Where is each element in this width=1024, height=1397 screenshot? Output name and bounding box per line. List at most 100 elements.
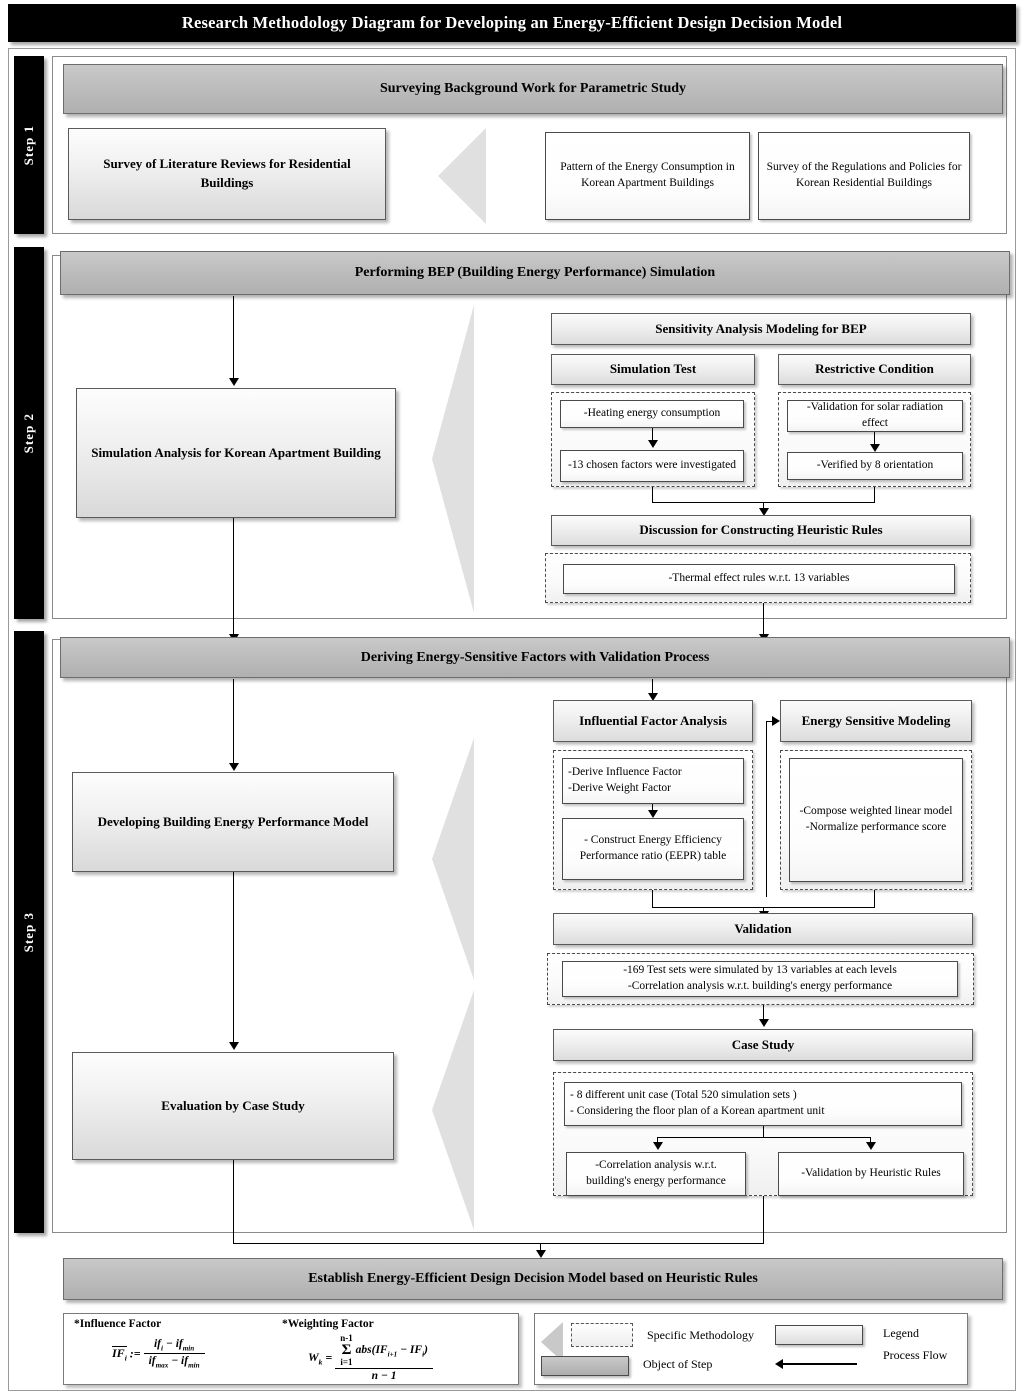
connector-step3-object1-to-object2 [233,872,235,1044]
connector-merge-right [874,487,876,503]
case-study-sub-left: -Correlation analysis w.r.t. building's … [566,1152,746,1196]
if-num-a-sub: i [160,1344,163,1353]
connector-case-split-bar [657,1137,871,1139]
legend-label-specific-methodology: Specific Methodology [647,1328,754,1342]
step-1-method-2: Survey of the Regulations and Policies f… [758,132,970,220]
influence-factor-formula: IFi := ifi − ifmin ifmax − ifmin [112,1338,205,1370]
discussion-item: -Thermal effect rules w.r.t. 13 variable… [563,564,955,594]
legend-swatch-specific-methodology [571,1323,633,1347]
formula-panel: *Influence Factor *Weighting Factor IFi … [63,1313,519,1385]
legend-swatch-object-of-step [541,1356,629,1376]
wf-num-a-sub: i+1 [387,1350,398,1359]
sum-bottom: i=1 [340,1357,353,1367]
connector-esm-down [874,890,876,908]
if-den-a: if [148,1355,156,1368]
arrow-case-right [866,1142,876,1150]
legend-triangle-icon [541,1322,563,1362]
connector-case-to-conclusion [763,1196,765,1244]
connector-case-right [870,1137,872,1145]
process-triangle-step2 [432,305,474,613]
step-3-object-box-1: Developing Building Energy Performance M… [72,772,394,872]
connector-ifa-items [652,804,654,812]
simulation-test-header: Simulation Test [551,354,755,385]
case-study-sub-right: -Validation by Heuristic Rules [778,1152,964,1196]
connector-step2-band-to-object [233,296,235,380]
case-study-header: Case Study [553,1029,973,1061]
validation-header: Validation [553,913,973,945]
ifa-item-2: - Construct Energy Efficiency Performanc… [562,818,744,880]
sum-top: n-1 [340,1333,353,1343]
esm-item: -Compose weighted linear model -Normaliz… [789,758,963,882]
process-triangle-step1 [438,128,486,224]
legend-label-process-flow: Process Flow [883,1348,948,1362]
step-3-object-box-2: Evaluation by Case Study [72,1052,394,1160]
if-num-minus: − [165,1338,173,1350]
if-den-b: if [181,1355,189,1368]
arrow-ifa [648,693,658,701]
sensitivity-modeling-header: Sensitivity Analysis Modeling for BEP [551,313,971,345]
case-study-item: - 8 different unit case (Total 520 simul… [564,1082,962,1126]
if-assign: := [129,1346,141,1361]
connector-case-split-stem [763,1126,765,1138]
conclusion-band: Establish Energy-Efficient Design Decisi… [63,1258,1003,1300]
step-3-band: Deriving Energy-Sensitive Factors with V… [60,637,1010,678]
arrow-step3-object1 [229,763,239,771]
connector-ifa-down [652,890,654,908]
wf-num-a: IF [375,1344,388,1357]
weighting-factor-label: *Weighting Factor [282,1318,374,1330]
connector-step2-discussion-down [763,603,765,640]
arrow-discussion [759,508,769,516]
wf-lhs: W [308,1349,319,1364]
legend-panel: Specific Methodology Object of Step Lege… [534,1313,968,1385]
step-tab-1-label: Step 1 [21,124,36,166]
wf-equals: = [325,1350,333,1365]
step-tab-3: Step 3 [14,631,44,1233]
legend-arrow-line [783,1363,857,1365]
connector-object2-to-conclusion [233,1160,235,1244]
arrow-step3-object2 [229,1042,239,1050]
connector-conclusion-stem [540,1243,542,1253]
arrow-ifa-item2 [648,810,658,818]
step-1-band: Surveying Background Work for Parametric… [63,64,1003,114]
connector-merge-left [652,487,654,503]
wf-num-b: IF [409,1344,423,1357]
legend-arrow-head [775,1359,783,1369]
arrow-conclusion [536,1250,546,1258]
simulation-test-item-1: -Heating energy consumption [560,400,744,428]
connector-case-left [657,1137,659,1145]
restrictive-condition-item-2: -Verified by 8 orientation [787,452,963,480]
connector-band-to-ifa [652,679,654,697]
summation-symbol-group: n-1 Σ i=1 [340,1334,353,1367]
page-title: Research Methodology Diagram for Develop… [8,4,1016,42]
step-2-object-box: Simulation Analysis for Korean Apartment… [76,388,396,518]
if-num-b-sub: min [182,1344,195,1353]
wf-num-b-sub: i [422,1350,425,1359]
connector-conclusion-bar [233,1243,764,1245]
wf-lhs-sub: k [318,1357,323,1367]
restrictive-condition-item-1: -Validation for solar radiation effect [787,400,963,432]
if-num-a: if [153,1338,161,1350]
if-den-minus: − [171,1355,179,1368]
influence-factor-label: *Influence Factor [74,1318,162,1330]
ifa-item-1: -Derive Influence Factor -Derive Weight … [562,758,744,804]
connector-step2-object-down [233,518,235,640]
step-tab-1: Step 1 [14,56,44,234]
step-1-method-1: Pattern of the Energy Consumption in Kor… [545,132,750,220]
energy-sensitive-modeling-header: Energy Sensitive Modeling [780,700,972,742]
sum-sigma: Σ [341,1342,352,1358]
arrow-case-study [759,1019,769,1027]
if-den-a-sub: max [155,1361,169,1370]
if-lhs-sub: i [124,1352,127,1362]
legend-label-object-of-step: Object of Step [643,1357,713,1371]
connector-to-esm-horizontal [766,721,774,723]
arrow-step2-object [229,378,239,386]
connector-merge-stem [763,502,765,512]
connector-validation-to-case [763,1005,765,1023]
discussion-header: Discussion for Constructing Heuristic Ru… [551,515,971,546]
if-num-b: if [175,1338,183,1350]
connector-restrictive [874,432,876,446]
arrow-sim-test [648,440,658,448]
if-den-b-sub: min [188,1361,200,1370]
connector-step3-band-to-object1 [233,679,235,765]
arrow-esm [772,716,780,726]
